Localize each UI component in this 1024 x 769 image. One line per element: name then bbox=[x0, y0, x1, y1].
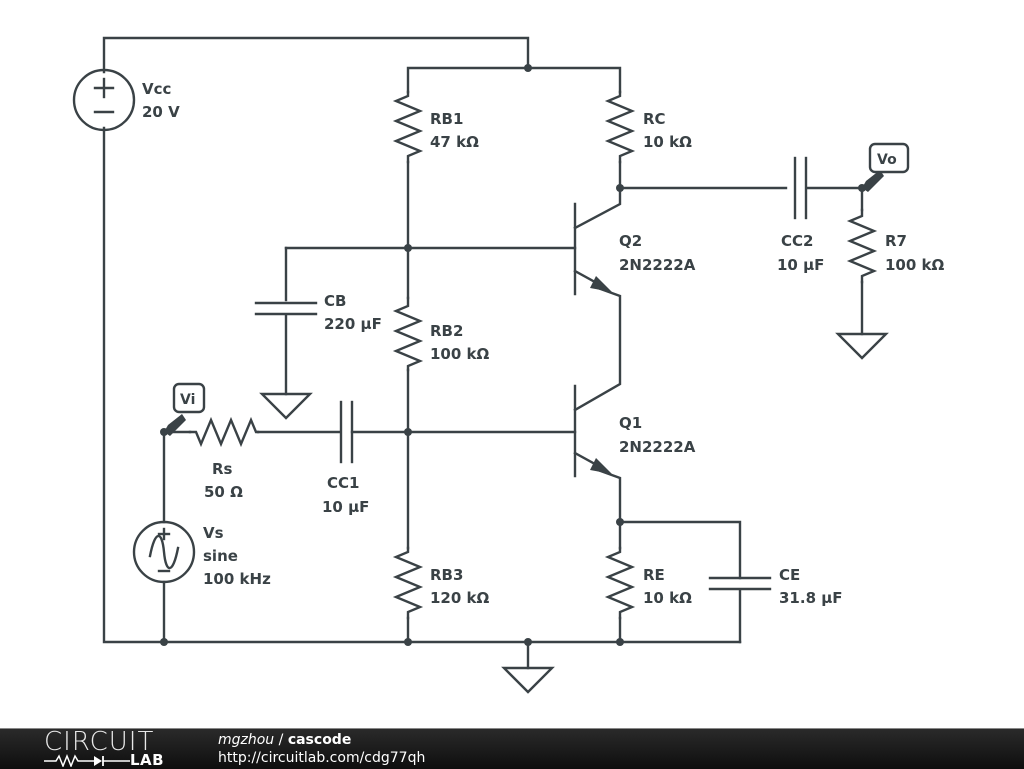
capacitor-cb[interactable]: CB 220 µF bbox=[254, 292, 382, 333]
circuitlab-logo[interactable]: CIRCUIT LAB bbox=[42, 727, 177, 769]
resistor-rb2[interactable]: RB2 100 kΩ bbox=[392, 296, 490, 372]
resistor-icon bbox=[392, 296, 424, 372]
vs-source[interactable]: Vs sine 100 kHz bbox=[132, 520, 271, 588]
rb2-name: RB2 bbox=[430, 322, 463, 340]
wire-top-rail bbox=[406, 66, 622, 94]
resistor-rb3[interactable]: RB3 120 kΩ bbox=[392, 546, 490, 620]
capacitor-ce[interactable]: CE 31.8 µF bbox=[708, 566, 843, 607]
vcc-name: Vcc bbox=[142, 80, 171, 98]
probe-label-box bbox=[868, 142, 910, 174]
ce-name: CE bbox=[779, 566, 800, 584]
wire-rc-q2c bbox=[573, 160, 622, 230]
circuit-title: cascode bbox=[287, 732, 352, 748]
ce-value: 31.8 µF bbox=[779, 589, 843, 607]
probe-vo[interactable]: Vo bbox=[862, 142, 910, 192]
vcc-source[interactable]: Vcc 20 V bbox=[72, 68, 180, 132]
wires bbox=[102, 36, 864, 670]
q1-value: 2N2222A bbox=[619, 438, 696, 456]
wire-vcc-top bbox=[102, 36, 530, 74]
r7-name: R7 bbox=[885, 232, 907, 250]
wire-q1-emitter bbox=[596, 468, 622, 550]
r7-value: 100 kΩ bbox=[885, 256, 945, 274]
transistor-q2[interactable]: Q2 2N2222A bbox=[573, 202, 696, 296]
ground-icon bbox=[501, 666, 555, 694]
resistor-icon bbox=[392, 90, 424, 164]
resistor-icon bbox=[392, 546, 424, 620]
ground-icon bbox=[835, 332, 889, 360]
vs-waveform: sine bbox=[203, 547, 238, 565]
logo-text-circuit: CIRCUIT bbox=[44, 727, 155, 757]
rb1-name: RB1 bbox=[430, 110, 463, 128]
capacitor-cc1[interactable]: CC1 10 µF bbox=[322, 400, 369, 516]
cc2-value: 10 µF bbox=[777, 256, 824, 274]
ground-r7 bbox=[835, 332, 889, 360]
cb-value: 220 µF bbox=[324, 315, 382, 333]
vs-value: 100 kHz bbox=[203, 570, 271, 588]
transistor-q1[interactable]: Q1 2N2222A bbox=[573, 384, 696, 478]
resistor-re[interactable]: RE 10 kΩ bbox=[604, 546, 692, 620]
q1-name: Q1 bbox=[619, 414, 642, 432]
probe-vi[interactable]: Vi bbox=[164, 382, 206, 436]
ground-icon bbox=[259, 392, 313, 420]
dc-source-icon bbox=[72, 68, 136, 132]
schematic-canvas: Vcc 20 V RB1 47 kΩ RC 10 kΩ Q2 2N2222A C… bbox=[72, 36, 945, 694]
rb3-value: 120 kΩ bbox=[430, 589, 490, 607]
footer-title-line: mgzhou / cascode bbox=[218, 731, 425, 749]
wire-ce-top bbox=[618, 520, 742, 580]
resistor-icon bbox=[604, 90, 636, 164]
rc-name: RC bbox=[643, 110, 666, 128]
wire-q2e-q1c bbox=[573, 286, 622, 412]
sine-wave-icon bbox=[148, 534, 180, 570]
rb3-name: RB3 bbox=[430, 566, 463, 584]
resistor-icon bbox=[188, 416, 260, 448]
probe-vo-label: Vo bbox=[877, 152, 897, 168]
footer-info: mgzhou / cascode http://circuitlab.com/c… bbox=[218, 731, 425, 767]
cb-name: CB bbox=[324, 292, 346, 310]
resistor-rb1[interactable]: RB1 47 kΩ bbox=[392, 90, 479, 164]
logo-text-lab: LAB bbox=[130, 751, 165, 769]
cc2-name: CC2 bbox=[781, 232, 813, 250]
capacitor-cc2[interactable]: CC2 10 µF bbox=[777, 156, 824, 274]
junction-dots bbox=[160, 64, 866, 646]
rs-value: 50 Ω bbox=[204, 483, 243, 501]
rs-name: Rs bbox=[212, 460, 233, 478]
ground-main bbox=[501, 666, 555, 694]
re-name: RE bbox=[643, 566, 665, 584]
resistor-icon bbox=[604, 546, 636, 620]
ac-source-icon bbox=[132, 520, 196, 584]
rb2-value: 100 kΩ bbox=[430, 345, 490, 363]
q2-value: 2N2222A bbox=[619, 256, 696, 274]
probe-label-box bbox=[172, 382, 206, 414]
probe-vi-label: Vi bbox=[180, 392, 195, 408]
vcc-value: 20 V bbox=[142, 103, 180, 121]
footer-bar: CIRCUIT LAB mgzhou / cascode http://circ… bbox=[0, 727, 1024, 769]
re-value: 10 kΩ bbox=[643, 589, 692, 607]
vs-name: Vs bbox=[203, 524, 224, 542]
resistor-rs[interactable]: Rs 50 Ω bbox=[188, 416, 260, 501]
q2-name: Q2 bbox=[619, 232, 642, 250]
cc1-value: 10 µF bbox=[322, 498, 369, 516]
cc1-name: CC1 bbox=[327, 474, 359, 492]
author-link[interactable]: mgzhou bbox=[218, 732, 275, 748]
resistor-icon bbox=[846, 208, 878, 284]
resistor-rc[interactable]: RC 10 kΩ bbox=[604, 90, 692, 164]
resistor-r7[interactable]: R7 100 kΩ bbox=[846, 208, 945, 284]
resistor-diode-logo-icon bbox=[44, 753, 130, 767]
rc-value: 10 kΩ bbox=[643, 133, 692, 151]
separator: / bbox=[274, 732, 288, 748]
circuit-url[interactable]: http://circuitlab.com/cdg77qh bbox=[218, 750, 426, 766]
rb1-value: 47 kΩ bbox=[430, 133, 479, 151]
ground-cb bbox=[259, 392, 313, 420]
wire-cc2-r7 bbox=[806, 186, 864, 212]
